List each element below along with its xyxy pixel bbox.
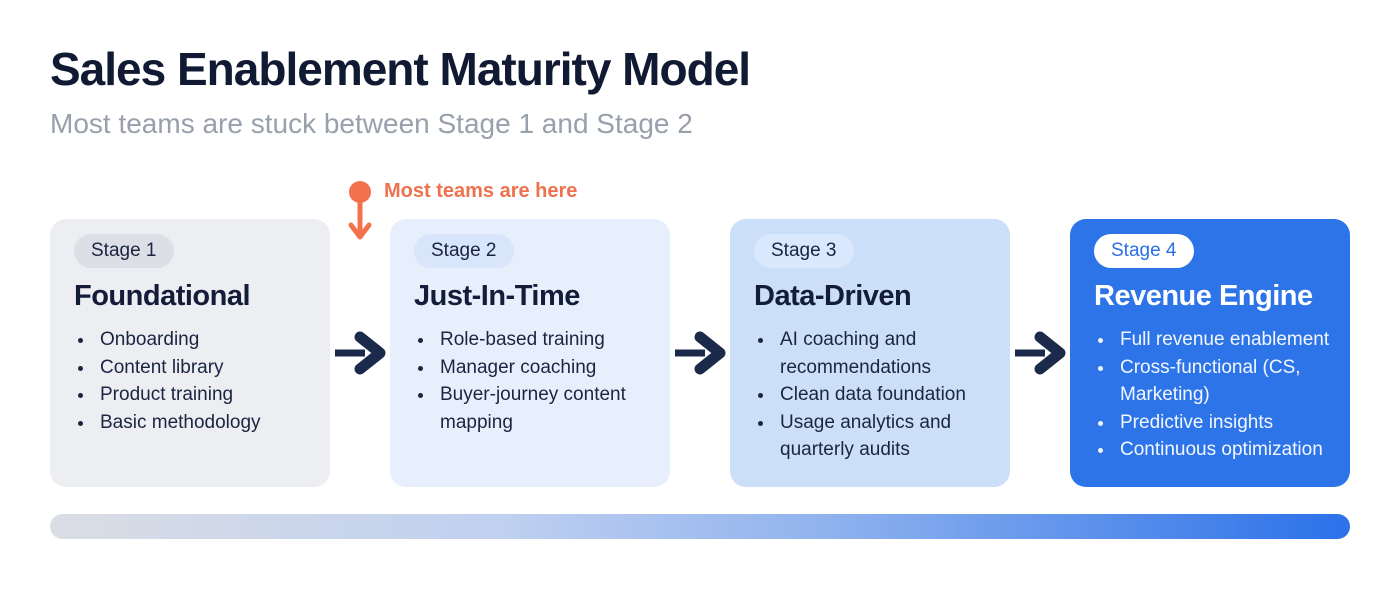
page-title: Sales Enablement Maturity Model — [50, 43, 751, 95]
list-item: Product training — [95, 381, 310, 409]
arrow-stage3-to-stage4-icon — [1015, 331, 1066, 375]
list-item: Full revenue enablement — [1115, 326, 1330, 354]
stage-2-item-list: Role-based training Manager coaching Buy… — [414, 326, 650, 436]
stage-card-just-in-time: Stage 2 Just-In-Time Role-based training… — [390, 219, 670, 487]
stage-2-title: Just-In-Time — [414, 280, 580, 312]
stage-4-title: Revenue Engine — [1094, 280, 1313, 312]
stage-3-title: Data-Driven — [754, 280, 912, 312]
stage-card-foundational: Stage 1 Foundational Onboarding Content … — [50, 219, 330, 487]
stage-3-item-list: AI coaching and recommendations Clean da… — [754, 326, 990, 464]
stage-card-revenue-engine: Stage 4 Revenue Engine Full revenue enab… — [1070, 219, 1350, 487]
page-subtitle: Most teams are stuck between Stage 1 and… — [50, 108, 693, 139]
maturity-gradient-bar — [50, 514, 1350, 539]
stage-4-badge: Stage 4 — [1094, 234, 1194, 268]
list-item: Manager coaching — [435, 354, 650, 382]
list-item: Role-based training — [435, 326, 650, 354]
list-item: Cross-functional (CS, Marketing) — [1115, 354, 1330, 409]
stage-1-badge: Stage 1 — [74, 234, 174, 268]
list-item: Usage analytics and quarterly audits — [775, 409, 990, 464]
pin-down-arrow-icon — [348, 181, 372, 240]
stage-4-item-list: Full revenue enablement Cross-functional… — [1094, 326, 1330, 464]
stage-1-item-list: Onboarding Content library Product train… — [74, 326, 310, 436]
stage-1-title: Foundational — [74, 280, 251, 312]
arrow-stage2-to-stage3-icon — [675, 331, 726, 375]
stage-3-badge: Stage 3 — [754, 234, 854, 268]
list-item: Clean data foundation — [775, 381, 990, 409]
stage-2-badge: Stage 2 — [414, 234, 514, 268]
list-item: Predictive insights — [1115, 409, 1330, 437]
list-item: Buyer-journey content mapping — [435, 381, 650, 436]
list-item: Content library — [95, 354, 310, 382]
list-item: Continuous optimization — [1115, 436, 1330, 464]
list-item: Basic methodology — [95, 409, 310, 437]
list-item: AI coaching and recommendations — [775, 326, 990, 381]
most-teams-annotation-label: Most teams are here — [384, 180, 578, 202]
arrow-stage1-to-stage2-icon — [335, 331, 386, 375]
list-item: Onboarding — [95, 326, 310, 354]
stage-card-data-driven: Stage 3 Data-Driven AI coaching and reco… — [730, 219, 1010, 487]
